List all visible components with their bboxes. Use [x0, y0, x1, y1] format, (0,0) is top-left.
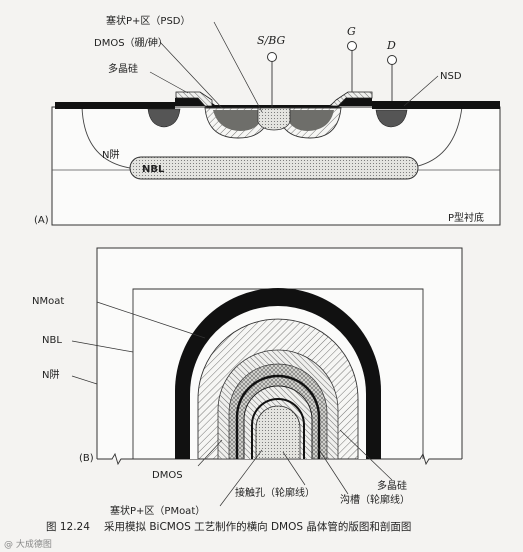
left-diffusion — [147, 108, 181, 128]
dmos-arsenic-right — [286, 110, 334, 131]
poly-gate-left — [175, 91, 213, 107]
leader-dmos — [159, 41, 223, 109]
leader-nbl-b — [71, 340, 134, 353]
label-gate: G — [347, 25, 356, 38]
label-nmoat: NMoat — [32, 296, 64, 307]
leader-contact — [282, 451, 306, 486]
figure-caption: 图 12.24 采用模拟 BiCMOS 工艺制作的横向 DMOS 晶体管的版图和… — [46, 520, 411, 533]
label-nwell-b: N阱 — [42, 368, 59, 381]
source-terminal-icon — [267, 52, 277, 62]
psd-plug — [257, 107, 291, 131]
label-substrate: P型衬底 — [448, 211, 484, 224]
label-poly-b: 多晶硅 — [377, 479, 407, 492]
label-nbl-a: NBL — [142, 164, 165, 175]
dmos-arsenic-left — [213, 110, 262, 131]
label-contact: 接触孔（轮廓线） — [235, 486, 315, 499]
caption-figure-number: 图 12.24 — [46, 521, 90, 533]
leader-poly — [149, 71, 189, 94]
label-source-body: S/BG — [257, 34, 286, 47]
nsd-drain-diffusion — [375, 109, 408, 128]
leader-psd — [213, 21, 263, 113]
label-nbl-b: NBL — [42, 335, 62, 346]
panel-b-layout: NMoat NBL N阱 (B) 多晶硅 DMOS 沟槽（轮廓线） 接触孔（轮廓… — [32, 247, 463, 517]
leader-nsd — [403, 75, 439, 107]
panel-a-tag: (A) — [34, 215, 49, 226]
leader-nmoat — [96, 301, 206, 339]
panel-a-cross-section: 塞状P+区（PSD） DMOS（硼/砷） 多晶硅 S/BG G D NSD N阱… — [34, 14, 501, 226]
panel-b-tag: (B) — [79, 453, 94, 464]
label-poly-a: 多晶硅 — [108, 62, 138, 75]
label-dmos-b: DMOS — [152, 470, 183, 481]
gate-terminal-icon — [347, 41, 357, 51]
drain-terminal-icon — [387, 55, 397, 65]
leader-trench — [317, 447, 349, 495]
leader-nwell-b — [71, 375, 98, 385]
leader-pmoat — [219, 449, 263, 507]
leader-dmos-b — [197, 439, 223, 467]
label-nsd: NSD — [440, 71, 462, 82]
pmoat-plug — [255, 405, 301, 460]
label-plug-pmoat: 塞状P+区（PMoat） — [110, 504, 205, 517]
label-dmos-boron-arsenic: DMOS（硼/砷） — [94, 37, 168, 49]
contact-outline — [251, 398, 305, 459]
field-oxide — [55, 98, 500, 112]
caption-text: 采用模拟 BiCMOS 工艺制作的横向 DMOS 晶体管的版图和剖面图 — [104, 520, 411, 533]
watermark-text: @ 大成德图 — [4, 538, 52, 550]
label-drain: D — [386, 39, 396, 52]
label-nwell-a: N阱 — [102, 148, 119, 161]
label-trench: 沟槽（轮廓线） — [340, 493, 410, 506]
nbl-layer — [129, 156, 419, 180]
leader-poly-b — [339, 429, 393, 481]
label-plug-psd: 塞状P+区（PSD） — [106, 14, 191, 27]
trench-outline — [235, 374, 321, 459]
